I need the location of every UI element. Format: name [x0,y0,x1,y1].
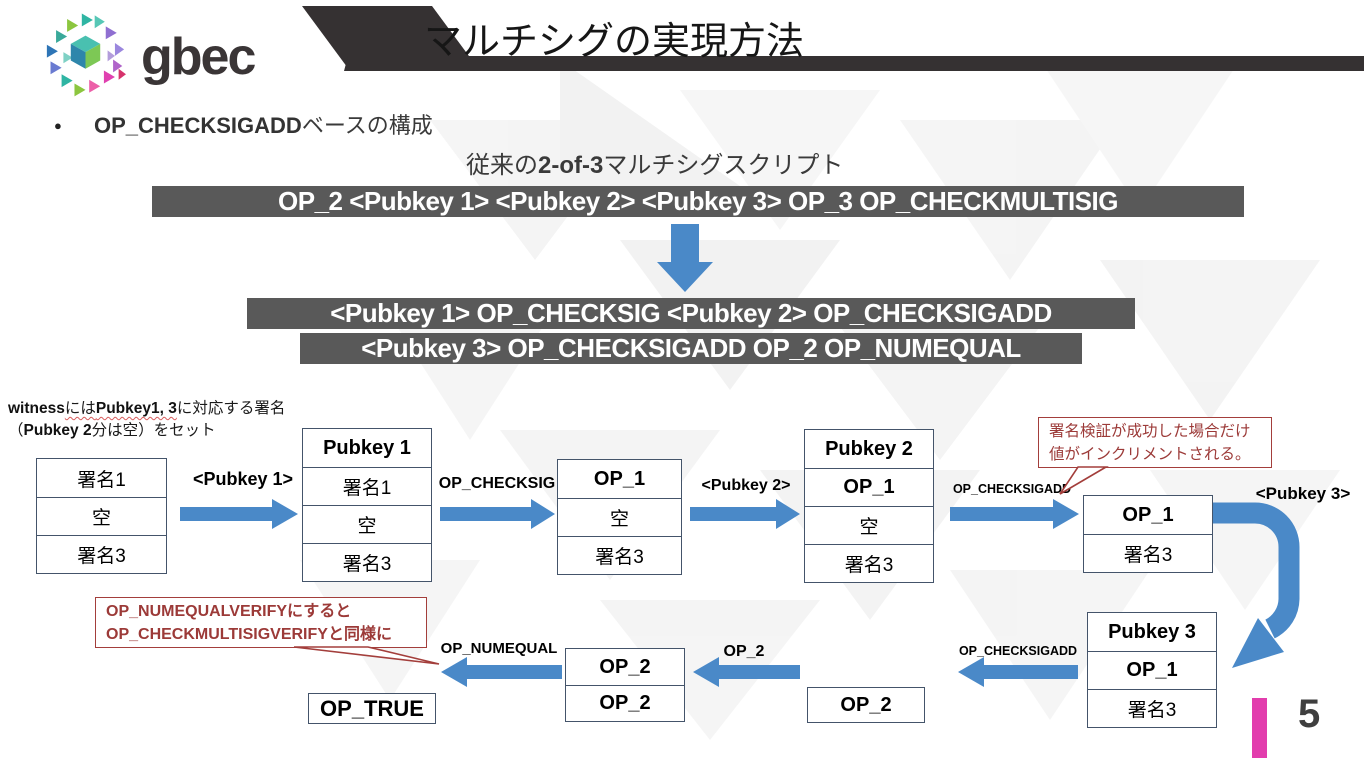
stack-after-checksigadd2: OP_2 [807,687,925,723]
stack-cell: 空 [558,498,681,536]
subtitle: 従来の2-of-3マルチシグスクリプト [466,145,843,180]
stack-cell: Pubkey 1 [323,436,411,459]
witness-note-text3: （ [8,422,24,439]
title-banner [302,6,1364,71]
callout-increment-line1: 署名検証が成功した場合だけ [1049,423,1251,440]
arrow-pubkey2 [690,499,800,529]
stack-cell: Pubkey 3 [1108,620,1196,643]
arrow-pubkey1 [180,499,298,529]
logo-wordmark: gbec [141,28,256,86]
stack-cell: OP_TRUE [320,695,424,721]
stack-cell: 空 [37,497,166,535]
bullet-heading: OP_CHECKSIGADDベースの構成 [94,108,433,140]
witness-note-bold2: Pubkey1, 3 [95,400,177,417]
stack-cell: 署名3 [1088,689,1216,727]
stack-cell: OP_2 [599,655,651,678]
arrow-label-pubkey3: <Pubkey 3> [1255,484,1351,503]
stack-after-checksig: OP_1 空 署名3 [557,459,682,575]
stack-cell: 署名3 [37,535,166,573]
script-legacy: OP_2 <Pubkey 1> <Pubkey 2> <Pubkey 3> OP… [152,186,1244,217]
script-new-line1: <Pubkey 1> OP_CHECKSIG <Pubkey 2> OP_CHE… [247,298,1135,329]
stack-cell: 署名1 [77,469,126,491]
subtitle-pre: 従来の [466,152,538,179]
stack-final: OP_TRUE [308,693,436,724]
arrow-label-checksig: OP_CHECKSIG [438,475,556,492]
stack-cell: 署名3 [558,536,681,574]
logo: gbec [38,8,256,100]
arrow-op2 [693,657,800,687]
witness-note-text2: に対応する署名 [176,400,286,417]
witness-note-line2: （Pubkey 2分は空）をセット [8,420,285,442]
stack-after-pubkey1: Pubkey 1 署名1 空 署名3 [302,428,432,582]
arrow-label-pubkey1: <Pubkey 1> [192,469,294,489]
stack-cell: OP_1 [805,468,933,506]
arrow-checksigadd-top [950,499,1079,529]
page-accent-bar [1252,698,1267,758]
witness-note-squiggle: にはPubkey1, 3 [65,400,177,417]
stack-witness: 署名1 空 署名3 [36,458,167,574]
arrow-checksig [440,499,555,529]
arrow-label-op2: OP_2 [723,643,765,660]
stack-cell: Pubkey 2 [825,437,913,460]
page-number: 5 [1298,692,1321,736]
witness-note-bold3: Pubkey 2 [23,422,92,439]
witness-note-line1: witnessにはPubkey1, 3に対応する署名 [8,398,285,420]
stack-cell: 空 [805,506,933,544]
stack-after-pubkey2: Pubkey 2 OP_1 空 署名3 [804,429,934,583]
stack-cell: 署名1 [303,467,431,505]
stack-cell: 空 [303,505,431,543]
arrow-label-checksigadd-top: OP_CHECKSIGADD [952,482,1072,496]
stack-after-pubkey3: Pubkey 3 OP_1 署名3 [1087,612,1217,728]
callout-numequalverify: OP_NUMEQUALVERIFYにすると OP_CHECKMULTISIGVE… [95,597,427,648]
witness-note-text4: 分は空）をセット [91,422,216,439]
callout-increment-tail [1059,466,1109,495]
callout-numequalverify-line1: OP_NUMEQUALVERIFYにすると [106,603,352,620]
witness-note-bold1: witness [8,400,65,417]
stack-cell: OP_2 [840,693,892,716]
callout-numequalverify-line2: OP_CHECKMULTISIGVERIFYと同様に [106,626,392,643]
stack-cell: OP_1 [593,467,646,490]
subtitle-bold: 2-of-3 [538,152,604,179]
bullet-icon: ● [54,118,62,133]
subtitle-post: マルチシグスクリプト [603,152,844,179]
stack-after-checksigadd: OP_1 署名3 [1083,495,1213,573]
stack-cell: OP_1 [1088,651,1216,689]
bullet-heading-rest: ベースの構成 [301,113,433,138]
arrow-checksigadd-bottom [958,657,1078,687]
arrow-numequal [441,657,562,687]
callout-increment-line2: 値がインクリメントされる。 [1049,446,1251,463]
arrow-label-pubkey2: <Pubkey 2> [701,477,791,494]
stack-after-op2: OP_2 OP_2 [565,648,685,722]
witness-note-text1: には [64,400,96,417]
callout-numequalverify-tail [293,646,440,665]
script-new-line2: <Pubkey 3> OP_CHECKSIGADD OP_2 OP_NUMEQU… [300,333,1082,364]
stack-cell: 署名3 [303,543,431,581]
stack-cell: OP_2 [566,685,684,721]
stack-cell: OP_1 [1122,503,1174,526]
arrow-label-numequal: OP_NUMEQUAL [440,640,558,657]
arrow-down [657,224,713,292]
bullet-heading-opcode: OP_CHECKSIGADD [94,113,302,138]
stack-cell: 署名3 [1084,534,1212,572]
page-title: マルチシグの実現方法 [424,21,805,63]
gbec-logo-icon [46,13,126,97]
arrow-label-checksigadd-bottom: OP_CHECKSIGADD [958,644,1078,658]
witness-note: witnessにはPubkey1, 3に対応する署名 （Pubkey 2分は空）… [8,398,285,442]
arrow-pubkey3-curved [1213,502,1300,668]
callout-increment: 署名検証が成功した場合だけ 値がインクリメントされる。 [1038,417,1272,468]
stack-cell: 署名3 [805,544,933,582]
